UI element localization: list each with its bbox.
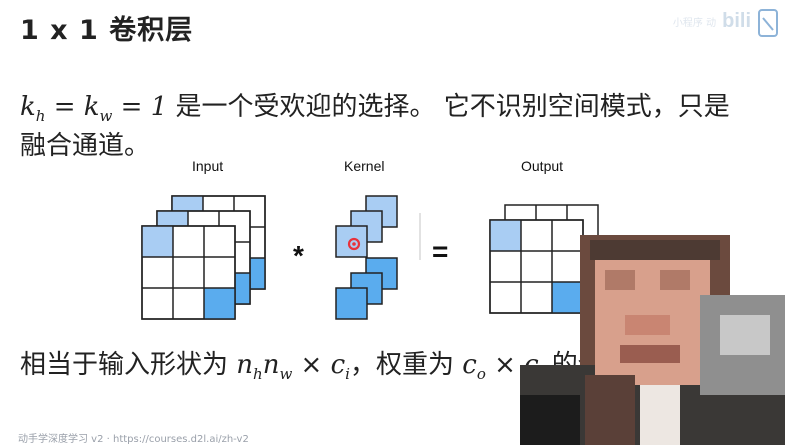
input-label: Input bbox=[192, 158, 224, 174]
multiply-operator: * bbox=[293, 240, 304, 271]
output-channel-1 bbox=[489, 219, 584, 314]
kernel-stack bbox=[335, 195, 398, 320]
kernel-size-formula: kh = kw = 1 bbox=[20, 92, 168, 125]
bilibili-logo: bili bbox=[722, 9, 751, 32]
cursor-click-indicator bbox=[347, 237, 361, 251]
brand-logo: 小程序 动 bili bbox=[673, 4, 779, 38]
sentence-2: 融合通道。 bbox=[20, 131, 151, 161]
output-label: Output bbox=[521, 158, 564, 174]
presenter-webcam bbox=[520, 225, 785, 445]
kernel-label: Kernel bbox=[344, 158, 385, 174]
tv-icon bbox=[758, 9, 778, 37]
footer-text: 动手学深度学习 v2 · https://courses.d2l.ai/zh-v… bbox=[18, 434, 249, 445]
sentence-1: kh = kw = 1 是一个受欢迎的选择。 它不识别空间模式，只是 bbox=[20, 86, 730, 125]
equals-operator: = bbox=[432, 236, 449, 267]
input-channel-1 bbox=[141, 225, 236, 320]
watermark-text: 小程序 动 bbox=[672, 17, 717, 29]
sentence-1-text: 是一个受欢迎的选择。 它不识别空间模式，只是 bbox=[167, 92, 730, 122]
slide-title: 1 x 1 卷积层 bbox=[20, 15, 194, 46]
